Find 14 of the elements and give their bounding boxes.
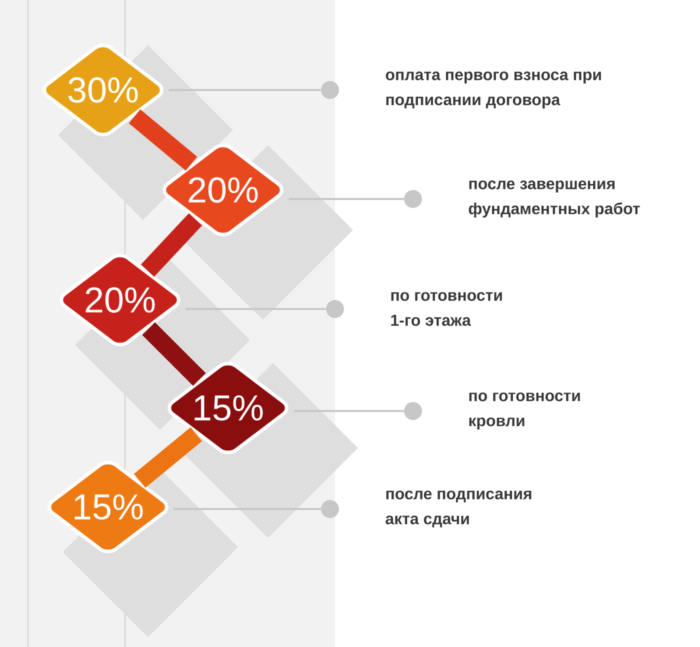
- leader-line: [294, 410, 404, 412]
- stage-text: после подписания акта сдачи: [386, 490, 532, 528]
- leader-line: [174, 508, 321, 510]
- leader-line: [168, 89, 321, 91]
- stage-text: оплата первого взноса при подписании договора: [386, 72, 601, 108]
- connector-bar: [128, 109, 198, 171]
- connector-bar: [142, 322, 206, 386]
- connector-bar: [140, 213, 202, 277]
- stage-text: по готовности 1-го этажа: [391, 292, 502, 326]
- stage-text: после завершения фундаментных работ: [468, 180, 640, 218]
- leader-line: [288, 198, 404, 200]
- connector-bar: [134, 427, 202, 488]
- stage-text: по готовности кровли: [469, 392, 580, 430]
- leader-line: [186, 308, 326, 310]
